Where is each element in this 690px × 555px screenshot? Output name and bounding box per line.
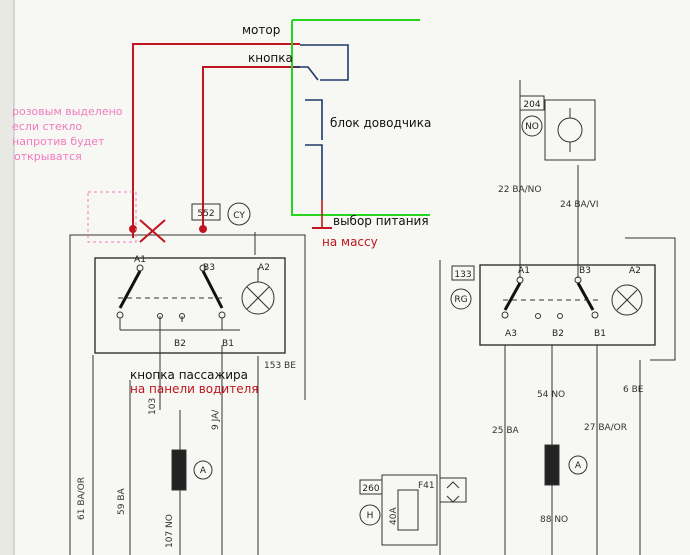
right-tag: RG [454,295,467,305]
left-switch-group [69,232,306,555]
left-element-a-circle [193,460,213,480]
left-label-b1: B1 [222,339,234,349]
red-annotation [129,43,300,243]
red-wire-motor [132,43,300,238]
right-code-box [451,265,475,281]
left-contact-a3 [116,311,124,319]
fuse-arrows [446,481,460,503]
left-wire-label-107: 107 NO [165,514,175,548]
left-code-box [191,203,221,221]
motor-code-box [519,95,545,111]
right-element-a-label: A [575,461,582,471]
right-label-a3: A3 [505,329,517,339]
left-contact-b1-in [218,311,226,319]
left-label-a2: A2 [258,263,270,273]
left-wire-label-61: 61 BA/OR [77,477,87,520]
right-lamp-x2 [616,289,638,311]
left-tag-circle [227,202,251,226]
left-rocker-2 [201,270,224,309]
pink-note-4: открыватся [14,150,82,163]
left-wire-label-103: 103 [148,398,158,415]
right-contact-a3 [501,311,509,319]
left-label-b3: B3 [203,263,215,273]
left-code: 552 [197,209,214,219]
right-label-a2: A2 [629,266,641,276]
wire-label-24: 24 BA/VI [560,200,599,210]
wire-label-6: 6 BE [623,385,644,395]
right-label-b3: B3 [579,266,591,276]
right-contact-b1-in [591,311,599,319]
fuse-id: F41 [418,481,435,491]
fuse-code: 260 [362,484,379,494]
fuse-rating: 40A [389,507,399,525]
red-node-2 [199,225,207,233]
pink-note-3: напротив будет [12,135,105,148]
note-block: блок доводчика [330,116,431,130]
right-switch-group [359,80,676,555]
right-tag-circle [450,288,472,310]
fuse-block [381,474,438,546]
right-label-a1: A1 [518,266,530,276]
wire-label-25: 25 BA [492,426,519,436]
motor-tag-circle [521,115,543,137]
right-mid-contact-1 [535,313,541,319]
right-rocker-2 [576,282,595,311]
right-label-b2: B2 [552,329,564,339]
motor-symbol [557,117,583,143]
right-element-a [544,444,560,486]
fuse-tag-circle [359,504,381,526]
fuse-element [397,489,419,531]
note-passenger-2: на панели водителя [130,382,259,396]
left-wire-label-153: 153 BE [264,361,296,371]
fuse-code-box [359,479,383,495]
pink-note-1: розовым выделено [12,105,123,118]
wire-label-27: 27 BA/OR [584,423,627,433]
left-outer-frame [69,234,306,555]
cross-mark-2 [139,219,166,243]
left-element-a-label: A [200,466,207,476]
right-code: 133 [454,270,471,280]
left-contact-a1 [136,264,144,272]
note-power: выбор питания [333,214,429,228]
note-motor: мотор [242,23,280,37]
note-ground: на массу [322,235,378,249]
pink-note-2: если стекло [12,120,82,133]
page-edge [0,0,14,555]
left-label-b2: B2 [174,339,186,349]
wire-label-22: 22 BA/NO [498,185,542,195]
motor-code: 204 [523,100,540,110]
note-passenger-1: кнопка пассажира [130,368,248,382]
right-lamp [611,284,643,316]
red-wire-button [202,66,300,232]
relay-body [305,99,323,200]
green-power-line [291,20,430,216]
left-switch-box [94,257,286,354]
green-black-annotation [291,19,430,229]
wire-label-88: 88 NO [540,515,568,525]
left-wire-label-59: 59 BA [117,488,127,515]
right-rocker-1 [503,282,522,311]
right-element-a-circle [568,455,588,475]
left-rocker-1 [118,270,142,309]
right-switch-box [479,264,656,346]
left-wire-label-9: 9 JA/ [211,409,221,430]
left-label-a1: A1 [134,255,146,265]
left-lamp-x2 [246,286,270,310]
right-label-b1: B1 [594,329,606,339]
note-button: кнопка [248,51,293,65]
left-element-a [171,449,187,491]
motor-relay-line [300,44,349,81]
red-node-1 [129,225,137,233]
fuse-tag: H [367,511,374,521]
motor-box [544,99,596,161]
right-outer-frame [625,237,676,361]
pink-highlight [87,191,137,243]
motor-tag: NO [525,122,539,132]
left-tag: CY [233,211,245,221]
wire-label-54: 54 NO [537,390,565,400]
right-mid-contact-2 [557,313,563,319]
relay-contact [292,66,319,81]
